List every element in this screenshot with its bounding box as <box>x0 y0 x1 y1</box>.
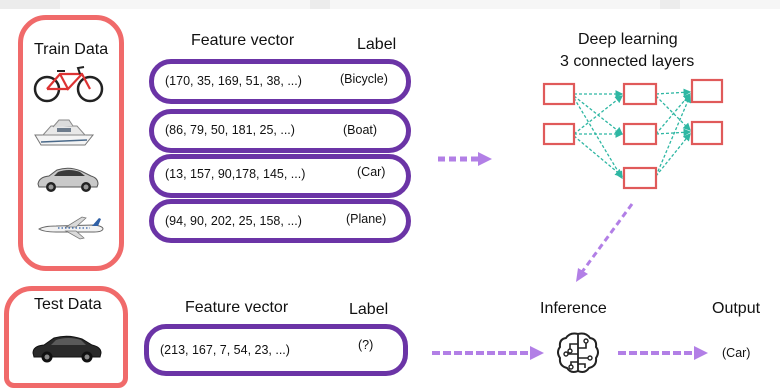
train-row-1-label: (Bicycle) <box>340 72 388 86</box>
arrow-test-to-inference <box>432 346 544 360</box>
top-strip-segment <box>680 0 780 9</box>
output-value: (Car) <box>722 346 751 360</box>
arrow-train-to-model <box>438 152 492 166</box>
train-data-title: Train Data <box>34 41 109 58</box>
bicycle-image <box>33 66 104 103</box>
network-node-l3-1 <box>690 78 724 104</box>
top-strip-segment <box>330 0 660 9</box>
train-row-1-pill <box>149 59 411 104</box>
network-edges <box>573 88 692 180</box>
inference-label: Inference <box>540 300 607 317</box>
train-row-4-vector: (94, 90, 202, 25, 158, ...) <box>165 214 302 228</box>
car-image <box>37 167 99 192</box>
train-row-2-label: (Boat) <box>343 123 378 137</box>
test-car-image <box>32 335 102 363</box>
plane-image <box>38 216 104 240</box>
train-feature-header: Feature vector <box>191 32 295 49</box>
arrow-inference-to-output <box>618 346 708 360</box>
train-data-box <box>18 15 124 271</box>
train-row-1-vector: (170, 35, 169, 51, 38, ...) <box>165 74 302 88</box>
network-node-l3-2 <box>690 120 724 146</box>
train-row-2-pill <box>149 109 411 153</box>
boat-image <box>34 119 95 146</box>
network-node-l1-1 <box>542 82 576 106</box>
test-vector: (213, 167, 7, 54, 23, ...) <box>160 343 290 357</box>
train-row-3-pill <box>149 154 411 198</box>
test-data-box <box>4 286 128 388</box>
brain-circuit-icon <box>557 332 599 373</box>
arrow-model-to-inference <box>576 203 634 282</box>
test-label-header: Label <box>349 301 389 318</box>
test-feature-header: Feature vector <box>185 299 289 316</box>
train-row-2-vector: (86, 79, 50, 181, 25, ...) <box>165 123 295 137</box>
test-row-pill <box>144 324 408 376</box>
train-row-3-vector: (13, 157, 90,178, 145, ...) <box>165 167 306 181</box>
top-strip <box>0 0 780 9</box>
train-row-4-pill <box>149 199 411 243</box>
train-row-3-label: (Car) <box>357 165 386 179</box>
test-data-title: Test Data <box>34 296 102 313</box>
model-title-line2: 3 connected layers <box>560 53 695 70</box>
train-row-4-label: (Plane) <box>346 212 387 226</box>
network-node-l2-3 <box>622 166 658 190</box>
network-node-l2-1 <box>622 82 658 106</box>
top-strip-segment <box>60 0 310 9</box>
train-label-header: Label <box>357 36 397 53</box>
network-node-l2-2 <box>622 122 658 146</box>
test-label: (?) <box>358 338 374 352</box>
output-header: Output <box>712 300 761 317</box>
model-title-line1: Deep learning <box>578 31 678 48</box>
network-node-l1-2 <box>542 122 576 146</box>
